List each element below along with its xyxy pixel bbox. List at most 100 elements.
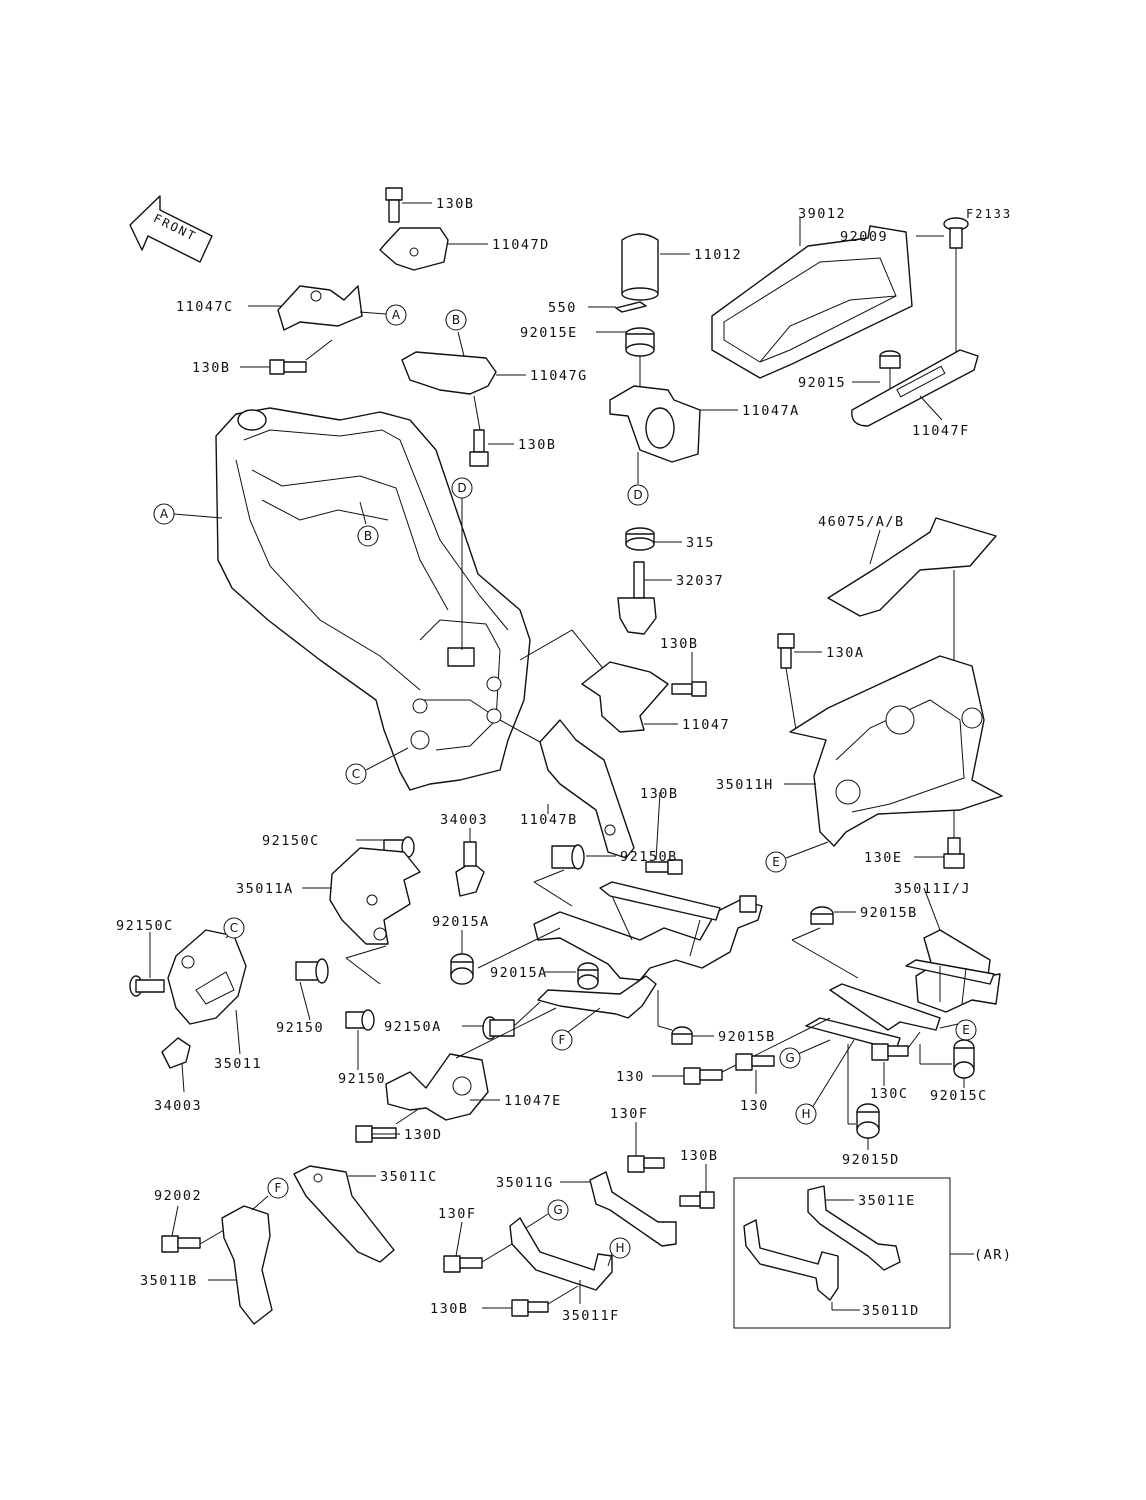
clevis-34003-lower-icon: [161, 1037, 191, 1069]
callout-g-circle-bottom: [547, 1199, 569, 1221]
callout-e-right: E: [772, 855, 780, 869]
part-label-130b-11047b: 130B: [640, 786, 679, 802]
part-label-92015b-lower: 92015B: [718, 1029, 776, 1045]
bracket-35011g-icon: [589, 1171, 677, 1247]
bolt-130b-11047b-icon: [645, 859, 683, 875]
part-label-39012: 39012: [798, 206, 846, 222]
part-label-92150c-top: 92150C: [262, 833, 320, 849]
part-label-130c: 130C: [870, 1086, 909, 1102]
bolt-92150-peg-icon: [295, 958, 329, 984]
bracket-35011c-icon: [293, 1165, 395, 1263]
part-label-315: 315: [686, 535, 715, 551]
bolt-92150b-icon: [551, 844, 585, 870]
part-label-32037: 32037: [676, 573, 724, 589]
part-label-92150-peg: 92150: [276, 1020, 324, 1036]
bolt-130f-lower-icon: [443, 1255, 483, 1273]
strap-11047f-icon: [851, 349, 979, 427]
rubber-cap-11012-icon: [621, 233, 659, 301]
part-label-92015d: 92015D: [842, 1152, 900, 1168]
callout-f-circle-bottom: [267, 1177, 289, 1199]
part-label-130b-bottom-right: 130B: [680, 1148, 719, 1164]
bolt-130-b-icon: [735, 1053, 775, 1071]
nut-92015-icon: [879, 350, 901, 369]
part-label-130f-lower: 130F: [438, 1206, 477, 1222]
subframe-35011ij-icon: [905, 929, 1001, 1013]
bolt-130-a-icon: [683, 1067, 723, 1085]
bolt-130b-bottom-icon: [511, 1299, 549, 1317]
part-label-92015c: 92015C: [930, 1088, 988, 1104]
bracket-11047b-icon: [539, 719, 635, 859]
part-label-35011: 35011: [214, 1056, 262, 1072]
bracket-35011a-icon: [329, 847, 421, 945]
part-label-130-a: 130: [616, 1069, 645, 1085]
nut-92015a-mid-icon: [577, 962, 599, 990]
part-label-11047b: 11047B: [520, 812, 578, 828]
part-label-11047c: 11047C: [176, 299, 234, 315]
callout-h-mid: H: [801, 1107, 810, 1121]
callout-b-frame: B: [364, 529, 372, 543]
part-label-92150b: 92150B: [620, 849, 678, 865]
part-label-92150a: 92150A: [384, 1019, 442, 1035]
callout-a: A: [392, 308, 401, 322]
tray-39012-icon: [711, 225, 913, 379]
bracket-35011e-icon: [807, 1185, 901, 1271]
part-label-92009: 92009: [840, 229, 888, 245]
part-label-92015: 92015: [798, 375, 846, 391]
part-label-550: 550: [548, 300, 577, 316]
bracket-11047c-icon: [277, 285, 363, 331]
callout-a-circle-frame: [153, 503, 175, 525]
bracket-35011d-icon: [743, 1219, 839, 1301]
part-label-130-b: 130: [740, 1098, 769, 1114]
bolt-130b-mid-icon: [469, 429, 489, 467]
part-label-35011e: 35011E: [858, 1193, 916, 1209]
callout-e-lower: E: [962, 1023, 970, 1037]
nut-315-icon: [625, 527, 655, 551]
stud-32037-icon: [617, 561, 657, 635]
bolt-92150c-left-icon: [129, 975, 165, 997]
bolt-92009-icon: [943, 217, 969, 249]
bolt-92150-lower-icon: [345, 1009, 375, 1031]
link-arm-right-icon: [805, 983, 941, 1051]
bracket-11047d-icon: [379, 227, 449, 271]
cover-46075-icon: [827, 517, 997, 617]
footpeg-plate-35011-icon: [167, 929, 247, 1025]
bracket-11047g-icon: [401, 351, 497, 395]
part-label-130d: 130D: [404, 1127, 443, 1143]
bolt-130b-left-icon: [269, 359, 307, 375]
part-label-11047: 11047: [682, 717, 730, 733]
part-label-130b-11047: 130B: [660, 636, 699, 652]
part-label-35011a: 35011A: [236, 881, 294, 897]
callout-h-circle-bottom: [609, 1237, 631, 1259]
bolt-130b-11047-icon: [671, 681, 707, 697]
part-label-130f-top: 130F: [610, 1106, 649, 1122]
part-label-92002: 92002: [154, 1188, 202, 1204]
callout-d: D: [633, 488, 642, 502]
part-label-11047a: 11047A: [742, 403, 800, 419]
nut-92015b-lower-icon: [671, 1026, 693, 1045]
callout-g-circle-mid: [779, 1047, 801, 1069]
callout-c-left: C: [230, 921, 238, 935]
callout-a-circle: [385, 304, 407, 326]
bracket-11047-icon: [581, 661, 669, 733]
part-label-130b: 130B: [436, 196, 475, 212]
bracket-11047e-icon: [385, 1053, 489, 1121]
callout-b-circle-top: [445, 309, 467, 331]
bolt-130b-top-icon: [385, 187, 403, 223]
part-label-92015a-mid: 92015A: [490, 965, 548, 981]
alternate-region-box: [733, 1177, 951, 1329]
callout-g-bottom: G: [553, 1203, 562, 1217]
figure-code: F2133: [966, 207, 1012, 221]
part-label-34003-lower: 34003: [154, 1098, 202, 1114]
callout-d-circle: [627, 484, 649, 506]
part-label-35011c: 35011C: [380, 1169, 438, 1185]
callout-f-mid: F: [559, 1033, 566, 1047]
part-label-35011b: 35011B: [140, 1273, 198, 1289]
nut-92015e-icon: [625, 327, 655, 357]
bolt-92002-icon: [161, 1235, 201, 1253]
part-label-35011ij: 35011I/J: [894, 881, 971, 897]
part-label-130b-left: 130B: [192, 360, 231, 376]
nut-92015a-top-icon: [450, 953, 474, 985]
part-label-11012: 11012: [694, 247, 742, 263]
callout-h-bottom: H: [615, 1241, 624, 1255]
callout-c-frame: C: [352, 767, 360, 781]
